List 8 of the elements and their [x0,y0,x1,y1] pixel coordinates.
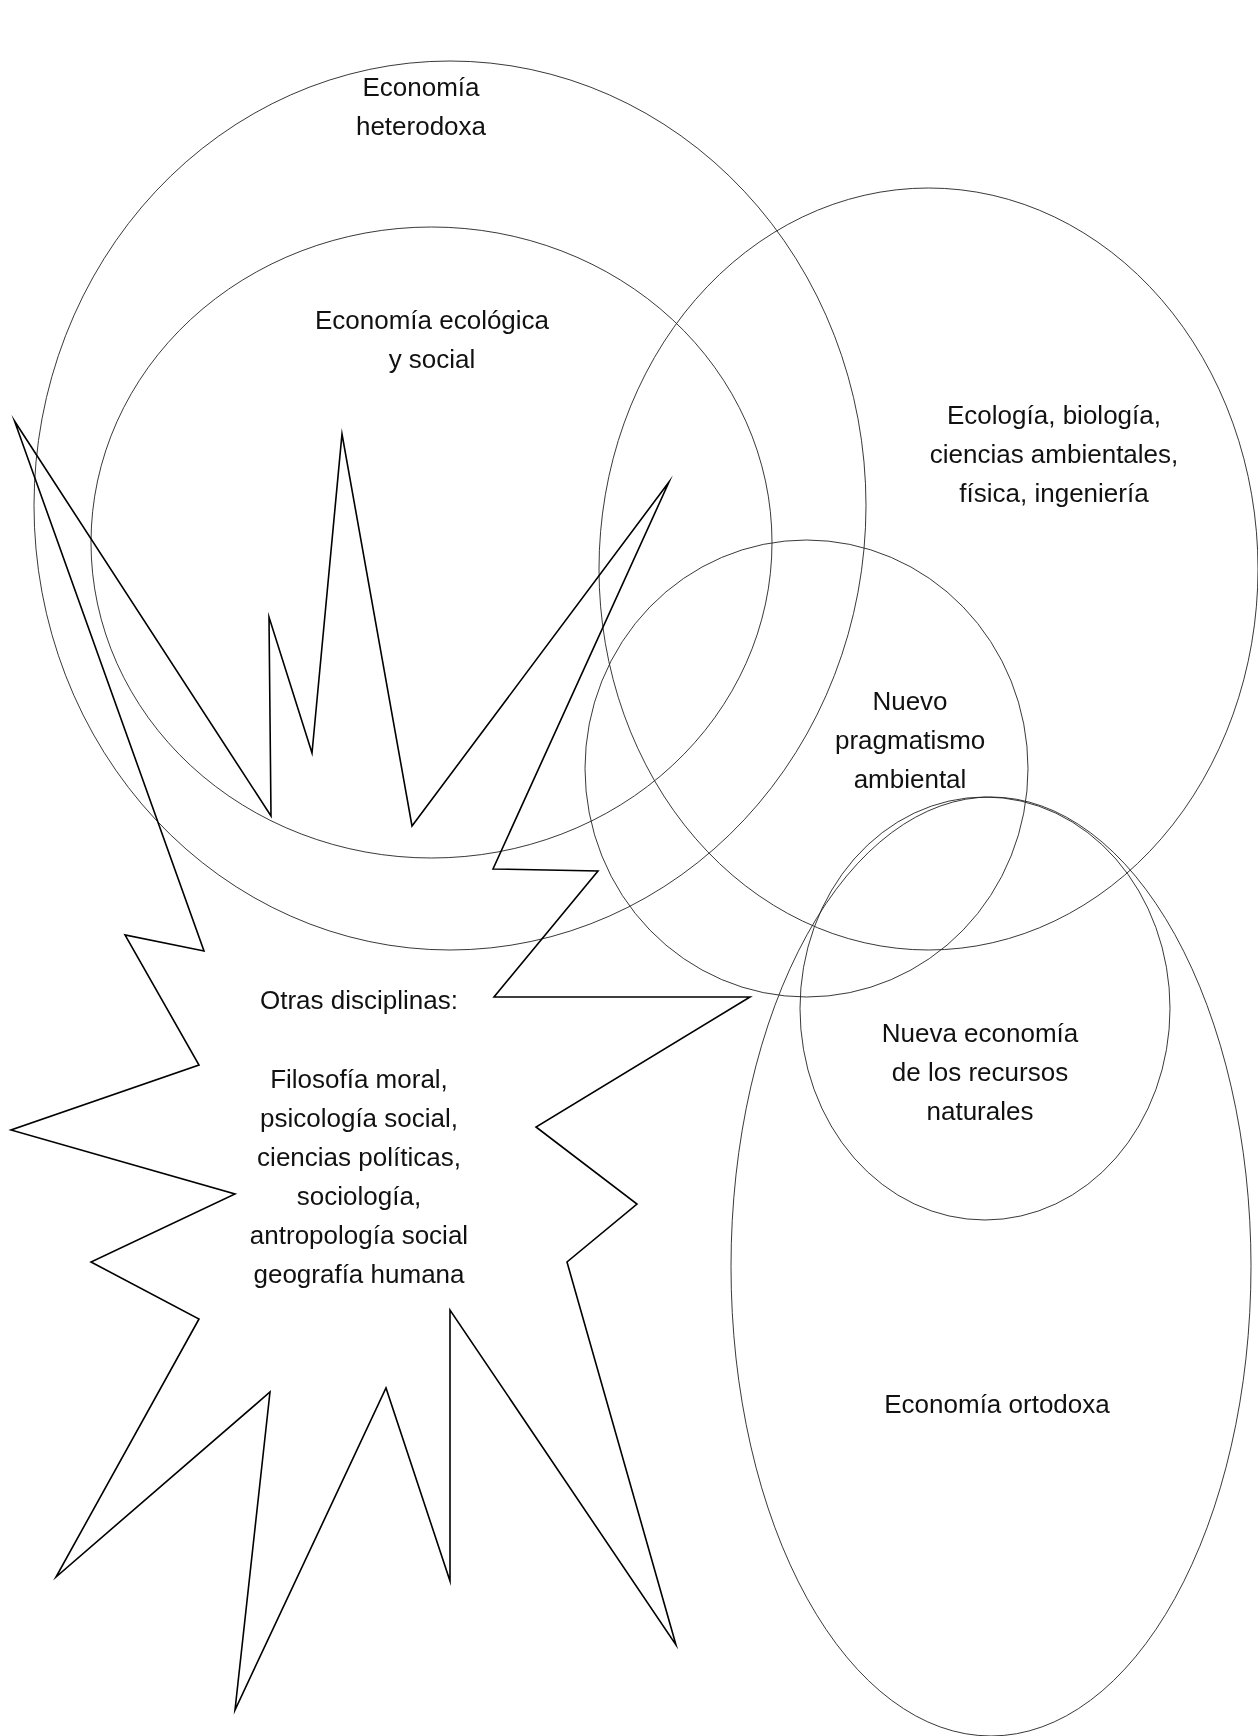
region-description: Filosofía moral, psicología social, ciencias políticas, sociología, antropología social geografía humana [248,1063,470,1291]
region-label: Ecología, biología, ciencias ambientales, física, ingeniería [928,398,1180,510]
region-label: Economía ecológica y social [313,304,551,376]
region-label: Nuevo pragmatismo ambiental [835,684,985,796]
region-label: Otras disciplinas: [259,983,459,1017]
region-label: Nueva economía de los recursos naturales [880,1016,1080,1128]
region-label: Economía ortodoxa [883,1387,1111,1421]
region-label: Economía heterodoxa [354,71,488,143]
